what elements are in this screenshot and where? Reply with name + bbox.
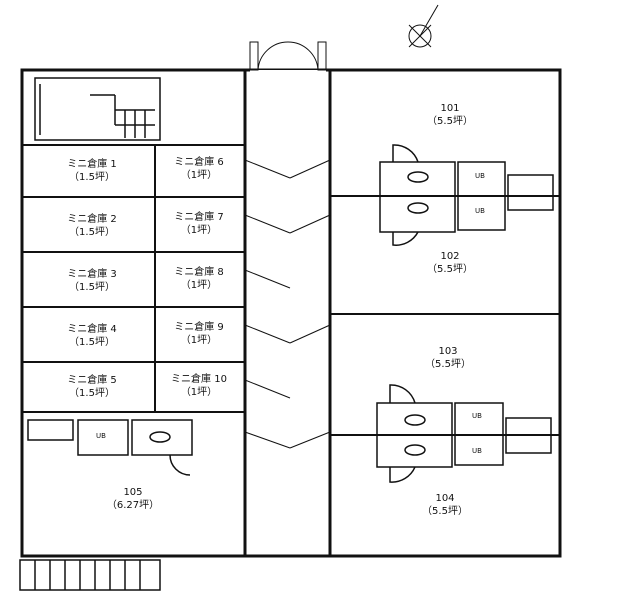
- storage-area: （1坪）: [180, 170, 218, 181]
- storage-9: ミニ倉庫 9 （1坪）: [174, 321, 224, 347]
- storage-name: ミニ倉庫 4: [67, 324, 117, 335]
- storage-name: ミニ倉庫 10: [171, 374, 227, 385]
- unit-bath-label: UB: [472, 412, 482, 420]
- unit-number: 105: [123, 487, 143, 498]
- unit-bath-label: UB: [475, 172, 485, 180]
- unit-105: 105 （6.27坪）: [107, 486, 159, 512]
- storage-name: ミニ倉庫 6: [174, 157, 224, 168]
- storage-name: ミニ倉庫 2: [67, 214, 117, 225]
- unit-104: 104 （5.5坪）: [422, 492, 468, 518]
- compass-icon: [408, 4, 439, 48]
- storage-3: ミニ倉庫 3 （1.5坪）: [67, 268, 117, 294]
- storage-name: ミニ倉庫 9: [174, 322, 224, 333]
- storage-name: ミニ倉庫 3: [67, 269, 117, 280]
- storage-1: ミニ倉庫 1 （1.5坪）: [67, 158, 117, 184]
- storage-8: ミニ倉庫 8 （1坪）: [174, 266, 224, 292]
- storage-10: ミニ倉庫 10 （1坪）: [171, 373, 227, 399]
- unit-area: （5.5坪）: [427, 116, 473, 127]
- storage-4: ミニ倉庫 4 （1.5坪）: [67, 323, 117, 349]
- storage-name: ミニ倉庫 1: [67, 159, 117, 170]
- storage-2: ミニ倉庫 2 （1.5坪）: [67, 213, 117, 239]
- unit-101: 101 （5.5坪）: [427, 102, 473, 128]
- storage-6: ミニ倉庫 6 （1坪）: [174, 156, 224, 182]
- unit-bath-label: UB: [475, 207, 485, 215]
- unit-area: （5.5坪）: [422, 506, 468, 517]
- storage-name: ミニ倉庫 8: [174, 267, 224, 278]
- storage-area: （1.5坪）: [69, 337, 115, 348]
- storage-5: ミニ倉庫 5 （1.5坪）: [67, 374, 117, 400]
- unit-bath-label: UB: [96, 432, 106, 440]
- unit-103: 103 （5.5坪）: [425, 345, 471, 371]
- unit-102: 102 （5.5坪）: [427, 250, 473, 276]
- storage-area: （1.5坪）: [69, 282, 115, 293]
- storage-name: ミニ倉庫 5: [67, 375, 117, 386]
- unit-number: 102: [440, 251, 460, 262]
- unit-number: 103: [438, 346, 458, 357]
- unit-area: （5.5坪）: [427, 264, 473, 275]
- storage-area: （1坪）: [180, 225, 218, 236]
- unit-area: （5.5坪）: [425, 359, 471, 370]
- storage-area: （1.5坪）: [69, 388, 115, 399]
- unit-area: （6.27坪）: [106, 500, 160, 511]
- unit-number: 101: [440, 103, 460, 114]
- storage-7: ミニ倉庫 7 （1坪）: [174, 211, 224, 237]
- storage-area: （1坪）: [180, 335, 218, 346]
- unit-number: 104: [435, 493, 455, 504]
- storage-area: （1坪）: [180, 280, 218, 291]
- storage-area: （1.5坪）: [69, 172, 115, 183]
- storage-name: ミニ倉庫 7: [174, 212, 224, 223]
- storage-area: （1.5坪）: [69, 227, 115, 238]
- unit-bath-label: UB: [472, 447, 482, 455]
- storage-area: （1坪）: [180, 387, 218, 398]
